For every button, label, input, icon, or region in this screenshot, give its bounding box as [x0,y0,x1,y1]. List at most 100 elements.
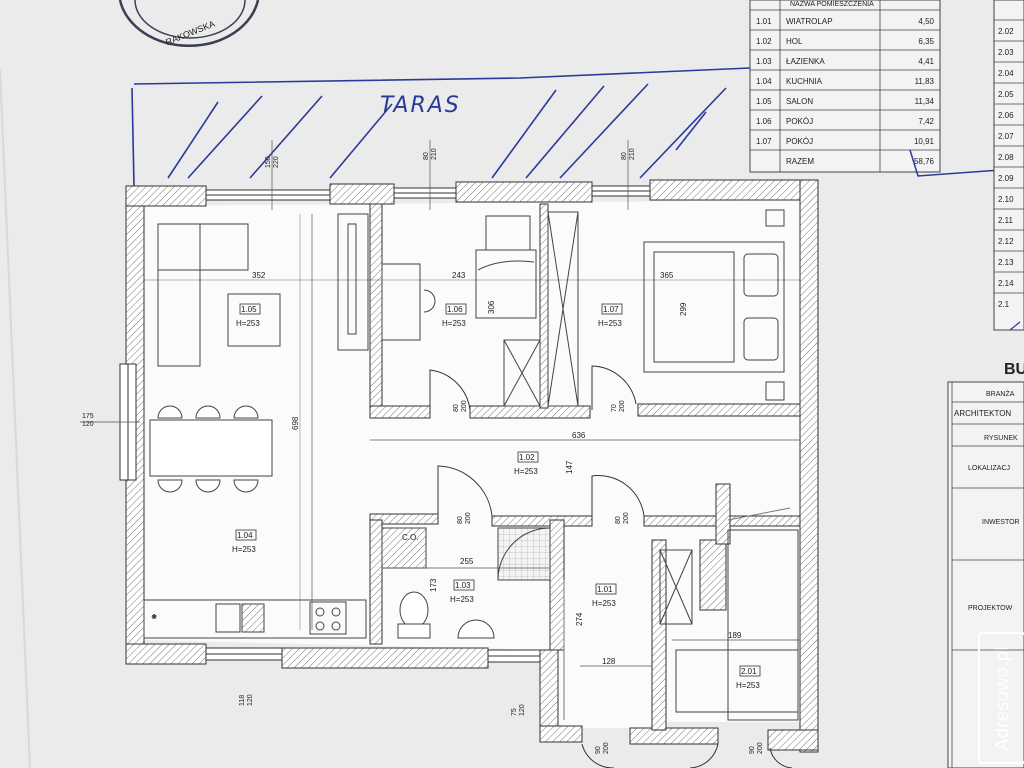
room-label-106: 1.06 [447,305,463,314]
wardrobe [547,211,579,407]
salon-furniture [144,213,800,630]
dim-173: 173 [429,578,438,592]
dim-door-106: 80200 [453,400,468,412]
dim-128: 128 [602,657,616,666]
room-height-105: H=253 [236,319,260,328]
area-table-cell-number: 1.04 [756,77,772,86]
terrace-sketch [131,67,751,187]
right-table-cell-number: 2.07 [998,132,1014,141]
kitchen-counter: * [143,599,367,639]
dim-636: 636 [572,431,586,440]
area-table-cell-number: 1.02 [756,37,772,46]
area-table-cell-name: WIATROLAP [786,17,833,26]
dim-274: 274 [575,612,584,626]
dim-352: 352 [252,271,266,280]
area-table-cell-number: 1.06 [756,117,772,126]
dim-door-107: 70200 [611,400,626,412]
dim-window-top-right: 80210 [621,148,636,160]
dim-door-entry: 90200 [595,742,610,754]
title-block-heading: BU [1004,361,1024,378]
room-106-furniture [381,215,541,407]
room-height-201: H=253 [736,681,760,690]
room-height-101: H=253 [592,599,616,608]
tb-field-inwestor: INWESTOR [982,519,1020,526]
area-table-cell-area: 10,91 [914,137,935,146]
right-table-cell-number: 2.02 [998,27,1014,36]
dim-window-top-mid: 80210 [423,148,438,160]
dim-255: 255 [460,557,474,566]
dining-set [149,405,273,493]
terrace-label: TARAS [380,93,461,118]
vestibule-furniture [563,549,693,720]
right-table-cell-number: 2.12 [998,237,1014,246]
dim-door-103: 80200 [457,512,472,524]
area-table-header: NAZWA POMIESZCZENIA [790,1,874,8]
area-table-cell-number: 1.01 [756,17,772,26]
room-label-104: 1.04 [237,531,253,540]
room-label-102: 1.02 [519,453,535,462]
area-table-cell-name: POKÓJ [786,117,813,126]
room-201-outline [675,507,799,721]
area-table-cell-number: 1.03 [756,57,772,66]
svg-text:*: * [152,613,157,625]
right-table-cell-number: 2.14 [998,279,1014,288]
dim-window-bottom-mid: 75120 [511,704,526,716]
room-107-furniture [643,209,785,401]
watermark-badge: Adresowo.pl [978,632,1024,764]
floor-plan: * [80,140,819,768]
area-table-cell-area: 4,50 [918,17,934,26]
area-table-cell-name: POKÓJ [786,137,813,146]
room-label-105: 1.05 [241,305,257,314]
door-swings [429,365,793,768]
right-table-cell-number: 2.08 [998,153,1014,162]
dim-698: 698 [291,416,300,430]
dim-299: 299 [679,302,688,316]
right-table-cell-number: 2.09 [998,174,1014,183]
dim-306: 306 [487,300,496,314]
area-table-cell-name: KUCHNIA [786,77,823,86]
room-height-102: H=253 [514,467,538,476]
right-table-cell-number: 2.05 [998,90,1014,99]
area-table-cell-area: 6,35 [918,37,934,46]
room-height-104: H=253 [232,545,256,554]
tb-field-rysunek: RYSUNEK [984,435,1018,442]
dim-door-201: 90200 [749,742,764,754]
area-table-cell-area: 4,41 [918,57,934,66]
plan-labels: 1.05 H=253 1.04 H=253 1.06 H=253 1.07 H=… [82,148,764,754]
area-table-cell-area: 11,83 [915,77,935,86]
room-label-107: 1.07 [603,305,619,314]
right-table-cell-number: 2.04 [998,69,1014,78]
dimension-lines [80,140,800,667]
area-table-cell-name: HOL [786,37,803,46]
area-table-cell-area: 11,34 [915,97,935,106]
title-block: BU BRANŻA ARCHITEKTON RYSUNEK LOKALIZACJ… [947,361,1024,768]
watermark-text: Adresowo.pl [991,645,1012,751]
area-table-cell-area: 7,42 [918,117,934,126]
tb-field-projektowal: PROJEKTOW [968,605,1013,612]
right-table-cell-number: 2.06 [998,111,1014,120]
dim-window-bottom-left: 118120 [239,694,254,706]
dim-243: 243 [452,271,466,280]
right-table-cell-number: 2.1 [998,300,1010,309]
dim-door-101: 80200 [615,512,630,524]
area-table-cell-name: SALON [786,97,813,106]
area-table-cell-number: 1.05 [756,97,772,106]
area-table-cell-name: ŁAZIENKA [786,57,825,66]
room-label-201: 2.01 [741,667,757,676]
area-table-cell-number: 1.07 [756,137,772,146]
right-table-cell-number: 2.13 [998,258,1014,267]
bathroom-fixtures [381,527,551,639]
right-table: 2.022.032.042.052.062.072.082.092.102.11… [993,0,1024,331]
dim-window-top-left: 150220 [265,156,280,168]
room-label-103: 1.03 [455,581,471,590]
dim-189: 189 [728,631,742,640]
right-table-cell-number: 2.10 [998,195,1014,204]
paper-shadow-edge [0,69,31,768]
dim-365: 365 [660,271,674,280]
tb-field-architektura: ARCHITEKTON [954,409,1011,418]
interior-floor [144,200,800,728]
room-label-101: 1.01 [597,585,613,594]
area-table: NAZWA POMIESZCZENIA 1.01 WIATROLAP 4,50 1.0… [749,0,1001,177]
tb-field-lokalizacja: LOKALIZACJ [968,465,1010,472]
